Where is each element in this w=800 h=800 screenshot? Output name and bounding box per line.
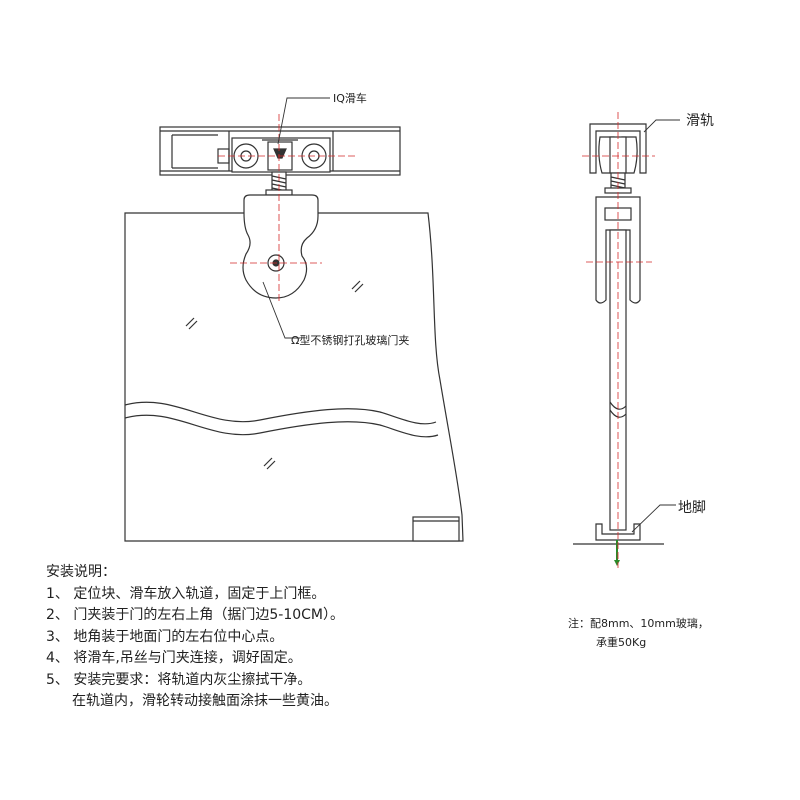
instruction-step-5: 5、 安装完要求：将轨道内灰尘擦拭干净。	[46, 671, 312, 688]
spec-note-line-2: 承重50Kg	[596, 636, 647, 649]
spec-note-line-1: 注：配8mm、10mm玻璃，	[568, 617, 709, 630]
instruction-step-1: 1、 定位块、滑车放入轨道，固定于上门框。	[46, 585, 326, 602]
instruction-step-4: 4、 将滑车,吊丝与门夹连接，调好固定。	[46, 650, 302, 666]
side-hanger-bolt	[604, 172, 632, 194]
glass-door	[124, 212, 464, 542]
instruction-step-5-continuation: 在轨道内，滑轮转动接触面涂抹一些黄油。	[72, 693, 338, 709]
instruction-step-3: 3、 地角装于地面门的左右位中心点。	[46, 628, 284, 645]
label-floor-guide: 地脚	[678, 500, 706, 516]
instructions-title: 安装说明：	[46, 564, 116, 580]
leader-lines	[262, 97, 330, 339]
installation-instructions: 安装说明： 1、 定位块、滑车放入轨道，固定于上门框。 2、 门夹装于门的左右上…	[46, 562, 344, 713]
side-centre-lines	[582, 112, 655, 568]
spec-note: 注：配8mm、10mm玻璃， 承重50Kg	[568, 614, 709, 652]
side-leader-lines	[631, 119, 680, 533]
label-omega-clamp: Ω型不锈钢打孔玻璃门夹	[291, 334, 410, 347]
label-iq-pulley: IQ滑车	[333, 92, 367, 105]
hanger-bolt	[265, 171, 293, 196]
centre-lines	[218, 114, 355, 304]
iq-pulley	[231, 137, 331, 173]
label-rail: 滑轨	[686, 113, 714, 129]
side-view	[573, 112, 680, 568]
instruction-step-2: 2、 门夹装于门的左右上角（据门边5-10CM）。	[46, 607, 344, 623]
omega-glass-clamp	[242, 194, 319, 299]
side-floor-guide	[573, 523, 664, 566]
front-view	[124, 97, 464, 542]
rail-profile	[589, 123, 647, 174]
